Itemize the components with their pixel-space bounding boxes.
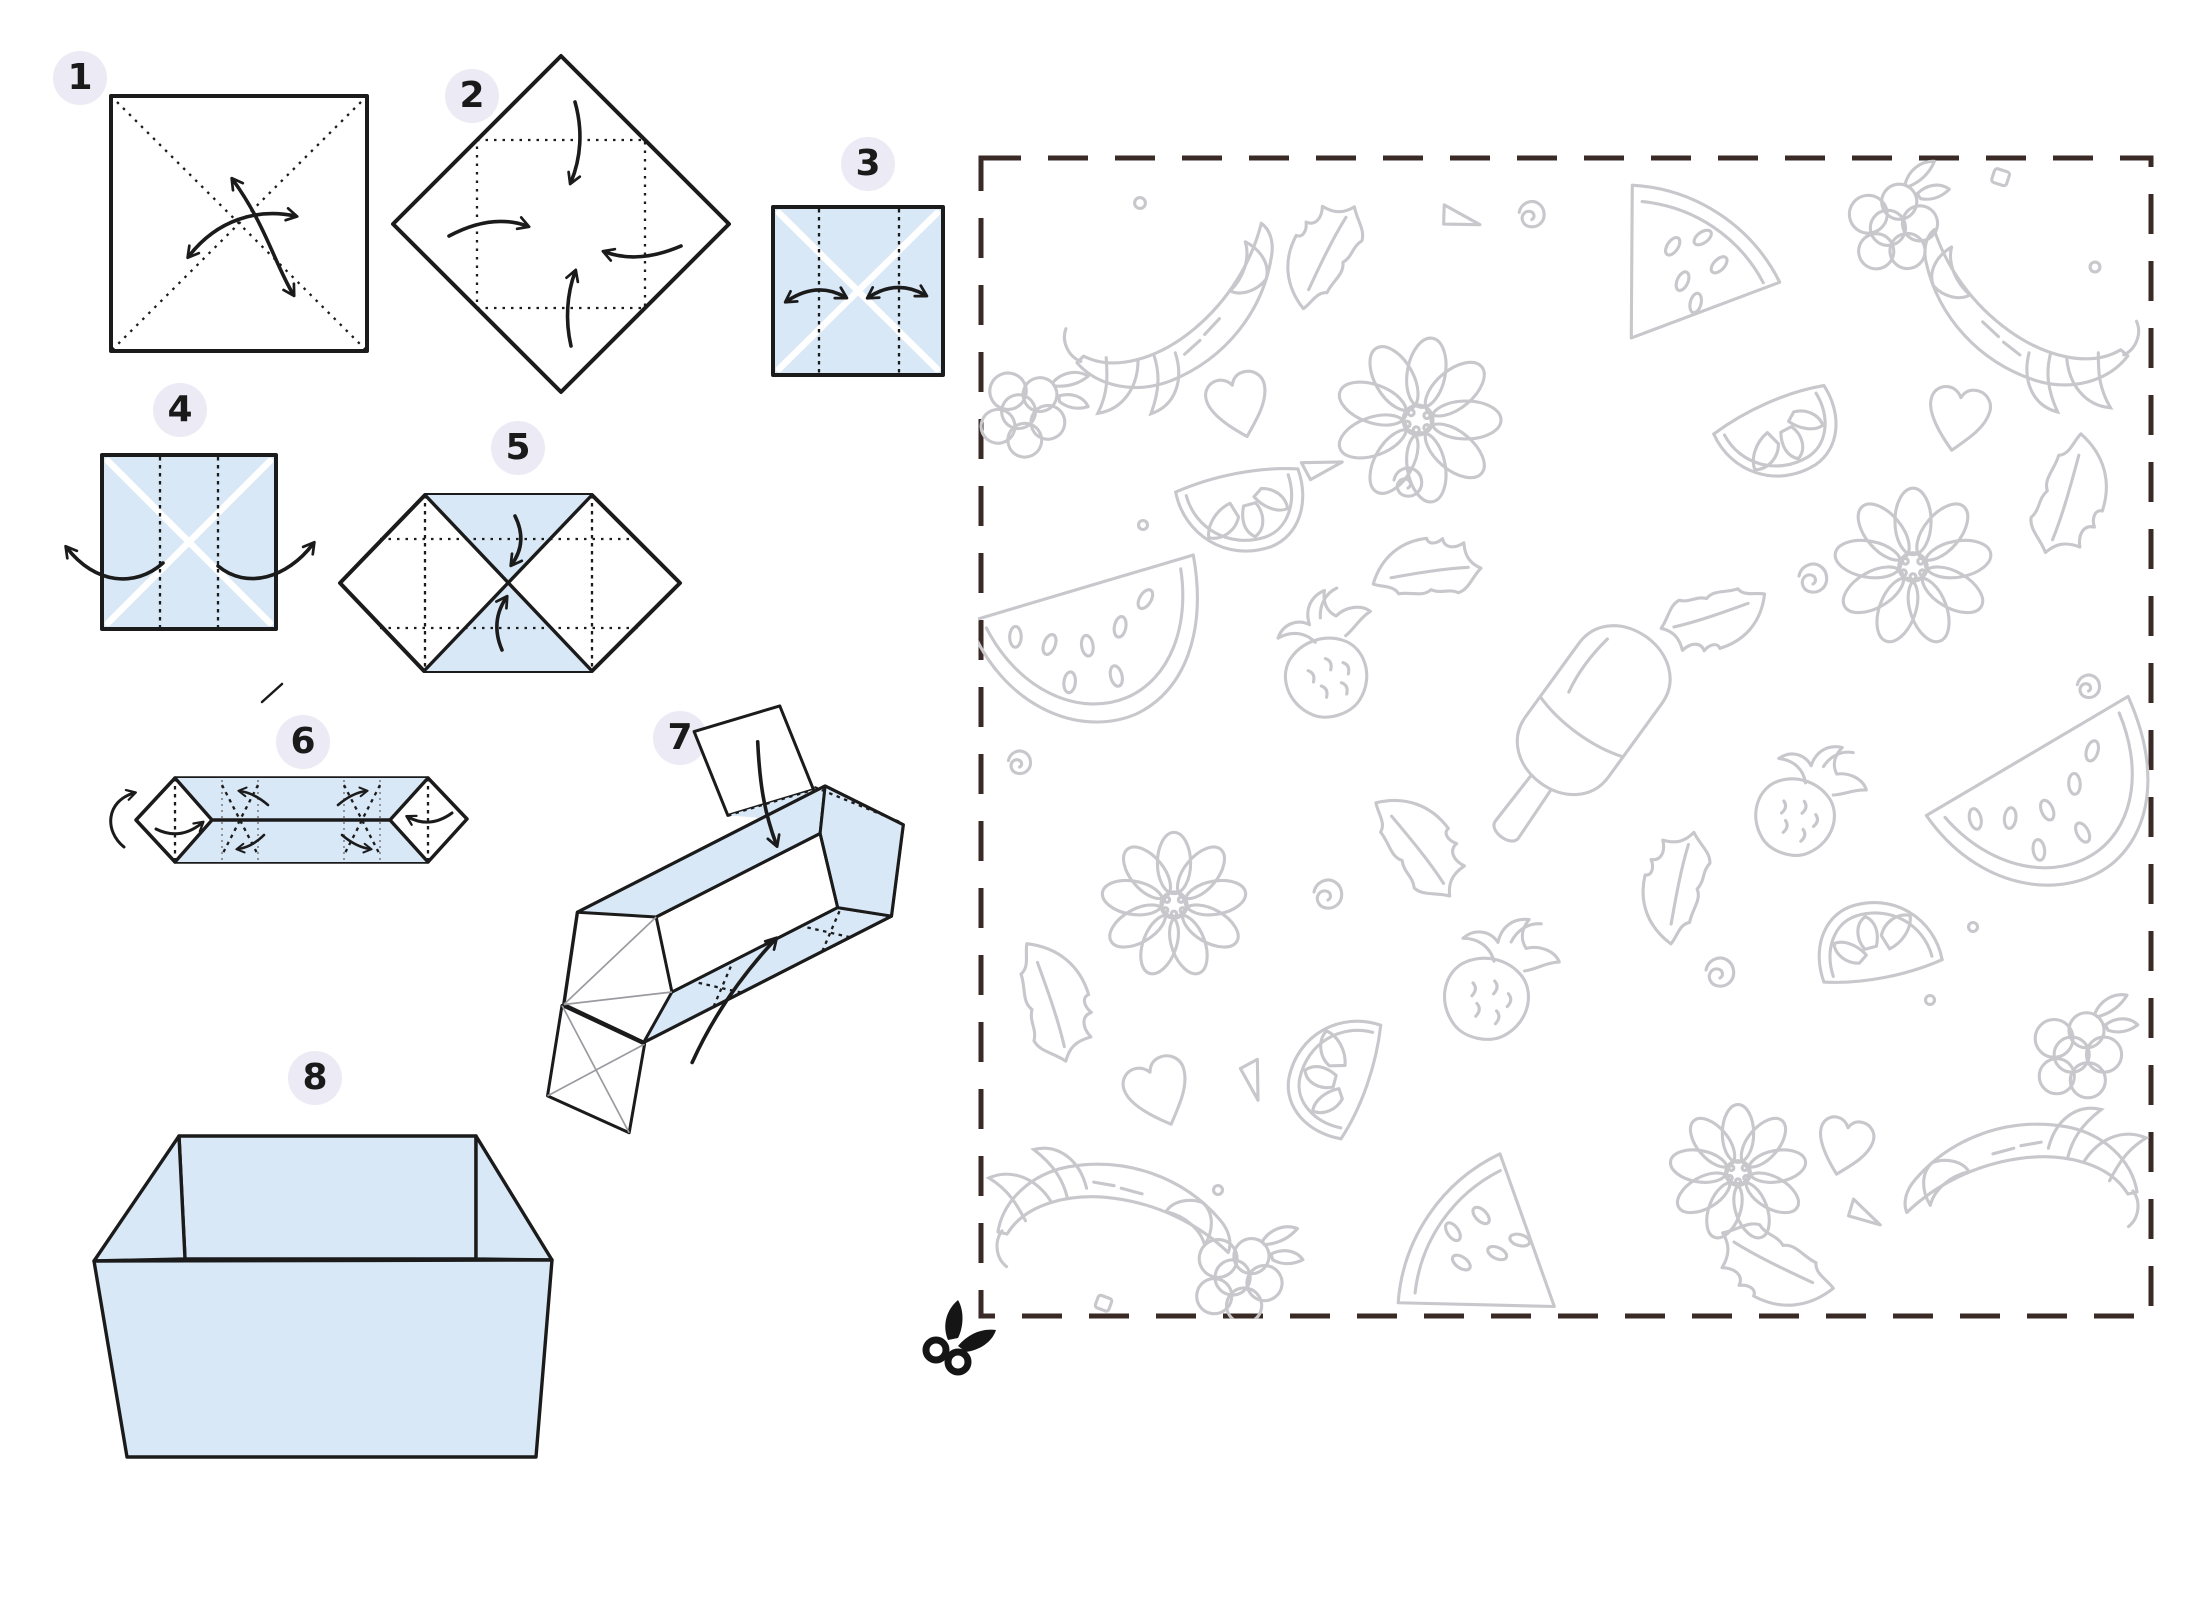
step-5-diagram <box>338 493 682 673</box>
step-6-number: 6 <box>290 721 316 762</box>
daisy-flower-doodle <box>1668 1105 1808 1243</box>
spiral-doodle <box>2076 674 2101 699</box>
leaf-doodle <box>1654 558 1770 676</box>
triangle-confetti-doodle <box>1300 451 1346 482</box>
step-3-number: 3 <box>855 143 881 184</box>
leaf-doodle <box>1267 194 1383 312</box>
step-1-number: 1 <box>67 57 93 98</box>
stray-tick-mark <box>260 682 284 704</box>
step-4-badge: 4 <box>153 383 207 437</box>
scissors-icon <box>922 1300 996 1376</box>
step-5-number: 5 <box>505 427 531 468</box>
step-7-diagram <box>545 704 905 1135</box>
berry-cluster-doodle <box>1843 159 1959 275</box>
step-3-badge: 3 <box>841 137 895 191</box>
square-confetti-doodle <box>1989 166 2012 188</box>
popsicle-doodle <box>1460 607 1688 867</box>
strawberry-doodle <box>1262 579 1398 728</box>
leaf-doodle <box>986 937 1119 1069</box>
watermelon-slice-doodle <box>1596 182 1794 369</box>
daisy-flower-doodle <box>1320 323 1517 517</box>
heart-doodle <box>1807 1109 1880 1184</box>
lemon-slice-doodle <box>1277 1006 1384 1143</box>
step-6-diagram <box>109 776 469 864</box>
lemon-slice-doodle <box>1712 375 1855 501</box>
leaf-doodle <box>1708 1201 1837 1319</box>
dot-confetti-doodle <box>1924 994 1936 1006</box>
step-4-number: 4 <box>167 389 193 430</box>
banana-doodle <box>978 1109 1233 1307</box>
spiral-doodle <box>1705 957 1735 987</box>
step-7-number: 7 <box>667 717 693 758</box>
step-2-diagram <box>391 54 731 394</box>
step-4-diagram <box>64 453 316 631</box>
watermelon-slice-doodle <box>1395 1138 1589 1319</box>
step-5-badge: 5 <box>491 421 545 475</box>
banana-doodle <box>1902 1069 2154 1267</box>
step-8-badge: 8 <box>288 1051 342 1105</box>
spiral-doodle <box>1798 563 1828 593</box>
step-8-number: 8 <box>302 1057 328 1098</box>
heart-doodle <box>1200 366 1276 445</box>
watermelon-half-doodle <box>978 555 1228 749</box>
step-2-badge: 2 <box>445 69 499 123</box>
daisy-flower-doodle <box>1832 488 1994 647</box>
berry-cluster-doodle <box>1189 1212 1308 1319</box>
dot-confetti-doodle <box>1967 921 1979 933</box>
triangle-confetti-doodle <box>1438 203 1484 235</box>
strawberry-doodle <box>1437 906 1567 1052</box>
step-6-badge: 6 <box>276 715 330 769</box>
step-8-diagram <box>92 1134 554 1459</box>
triangle-confetti-doodle <box>1844 1198 1886 1233</box>
leaf-doodle <box>1614 821 1741 948</box>
spiral-doodle <box>1313 879 1343 909</box>
spiral-doodle <box>1007 750 1032 775</box>
dot-confetti-doodle <box>2089 261 2101 273</box>
dashed-cut-border <box>978 155 2154 1319</box>
dot-confetti-doodle <box>1133 196 1147 210</box>
step-3-diagram <box>771 205 945 377</box>
dot-confetti-doodle <box>1137 519 1149 531</box>
leaf-doodle <box>1368 509 1489 632</box>
leaf-doodle <box>2001 429 2136 566</box>
strawberry-doodle <box>1745 728 1876 872</box>
daisy-flower-doodle <box>1100 832 1249 979</box>
spiral-doodle <box>1518 200 1545 228</box>
lemon-slice-doodle <box>1806 887 1943 994</box>
step-1-badge: 1 <box>53 51 107 105</box>
triangle-confetti-doodle <box>1238 1058 1269 1104</box>
square-confetti-doodle <box>1093 1293 1114 1314</box>
step-2-number: 2 <box>459 75 485 116</box>
heart-doodle <box>1116 1049 1201 1137</box>
step-1-diagram <box>109 94 369 353</box>
heart-doodle <box>1918 378 1996 459</box>
berry-cluster-doodle <box>2035 995 2138 1098</box>
banana-doodle <box>1049 222 1312 432</box>
watermelon-half-doodle <box>1921 696 2154 931</box>
leaf-doodle <box>1366 796 1472 899</box>
cut-out-pattern-sheet <box>978 155 2154 1319</box>
dot-confetti-doodle <box>1212 1184 1224 1196</box>
lemon-slice-doodle <box>1175 457 1316 567</box>
